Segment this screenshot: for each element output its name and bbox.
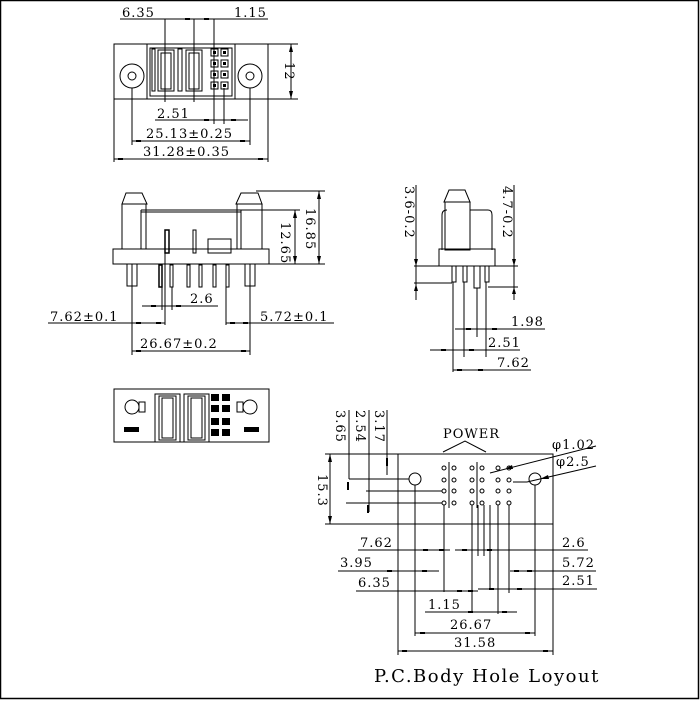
dim-pcb-2-54: 2.54 (352, 410, 367, 443)
dim-front-16-85: 16.85 (302, 208, 317, 250)
dim-pcb-phi-2-5: φ2.5 (556, 455, 590, 470)
dim-side-2-51: 2.51 (488, 336, 521, 351)
dim-pcb-26-67: 26.67 (450, 618, 492, 633)
mount-hole-left (119, 63, 145, 89)
pcb-outline (397, 453, 554, 525)
dim-side-7-62: 7.62 (497, 356, 530, 371)
mount-hole-right (237, 63, 263, 89)
dim-side-4-7: 4.7-0.2 (499, 186, 514, 239)
dim-top-25-13: 25.13±0.25 (146, 127, 233, 142)
dim-pcb-3-65: 3.65 (332, 410, 347, 443)
side-view: 3.6-0.2 4.7-0.2 1.98 2.51 7.62 (401, 185, 545, 372)
bottom-view (113, 388, 270, 443)
dim-pcb-6-35: 6.35 (358, 576, 391, 591)
dim-pcb-1-15: 1.15 (428, 598, 461, 613)
dim-pcb-7-62: 7.62 (360, 536, 393, 551)
dim-side-1-98: 1.98 (511, 315, 544, 330)
dim-pcb-31-58: 31.58 (454, 636, 496, 651)
dim-front-12-65: 12.65 (277, 222, 292, 264)
dim-top-6-35: 6.35 (122, 6, 155, 21)
dim-pcb-5-72: 5.72 (562, 556, 595, 571)
front-base (112, 248, 270, 265)
dim-top-2-51: 2.51 (157, 107, 190, 122)
dim-front-26-67: 26.67±0.2 (140, 337, 218, 352)
dim-front-5-72: 5.72±0.1 (260, 310, 329, 325)
dim-front-2-6: 2.6 (190, 292, 214, 307)
dim-pcb-15-3: 15.3 (314, 474, 329, 507)
dim-pcb-2-6: 2.6 (562, 536, 586, 551)
dim-pcb-3-17: 3.17 (371, 410, 386, 443)
dim-top-1-15: 1.15 (234, 6, 267, 21)
dim-top-12: 12 (281, 62, 296, 81)
bottom-pin-grid (211, 394, 230, 436)
dim-pcb-3-95: 3.95 (340, 556, 373, 571)
side-base (438, 248, 496, 267)
pcb-hole-grid (441, 465, 512, 506)
pcb-layout: POWER φ1.02 φ2.5 (314, 410, 600, 687)
power-label: POWER (443, 427, 500, 442)
dim-side-3-6: 3.6-0.2 (401, 186, 416, 239)
front-view: 12.65 16.85 2.6 7.62±0.1 5.72±0.1 26.67±… (48, 190, 334, 355)
dim-top-31-28: 31.28±0.35 (143, 145, 230, 160)
top-view: 6.35 1.15 12 2.51 25.13±0.25 31.28±0.35 (113, 6, 298, 162)
drawing-title: P.C.Body Hole Loyout (374, 666, 600, 687)
dim-front-7-62: 7.62±0.1 (50, 310, 119, 325)
dim-pcb-2-51: 2.51 (562, 574, 595, 589)
dim-pcb-phi-1-02: φ1.02 (552, 438, 595, 453)
pcb-mount-hole-left (408, 472, 422, 486)
